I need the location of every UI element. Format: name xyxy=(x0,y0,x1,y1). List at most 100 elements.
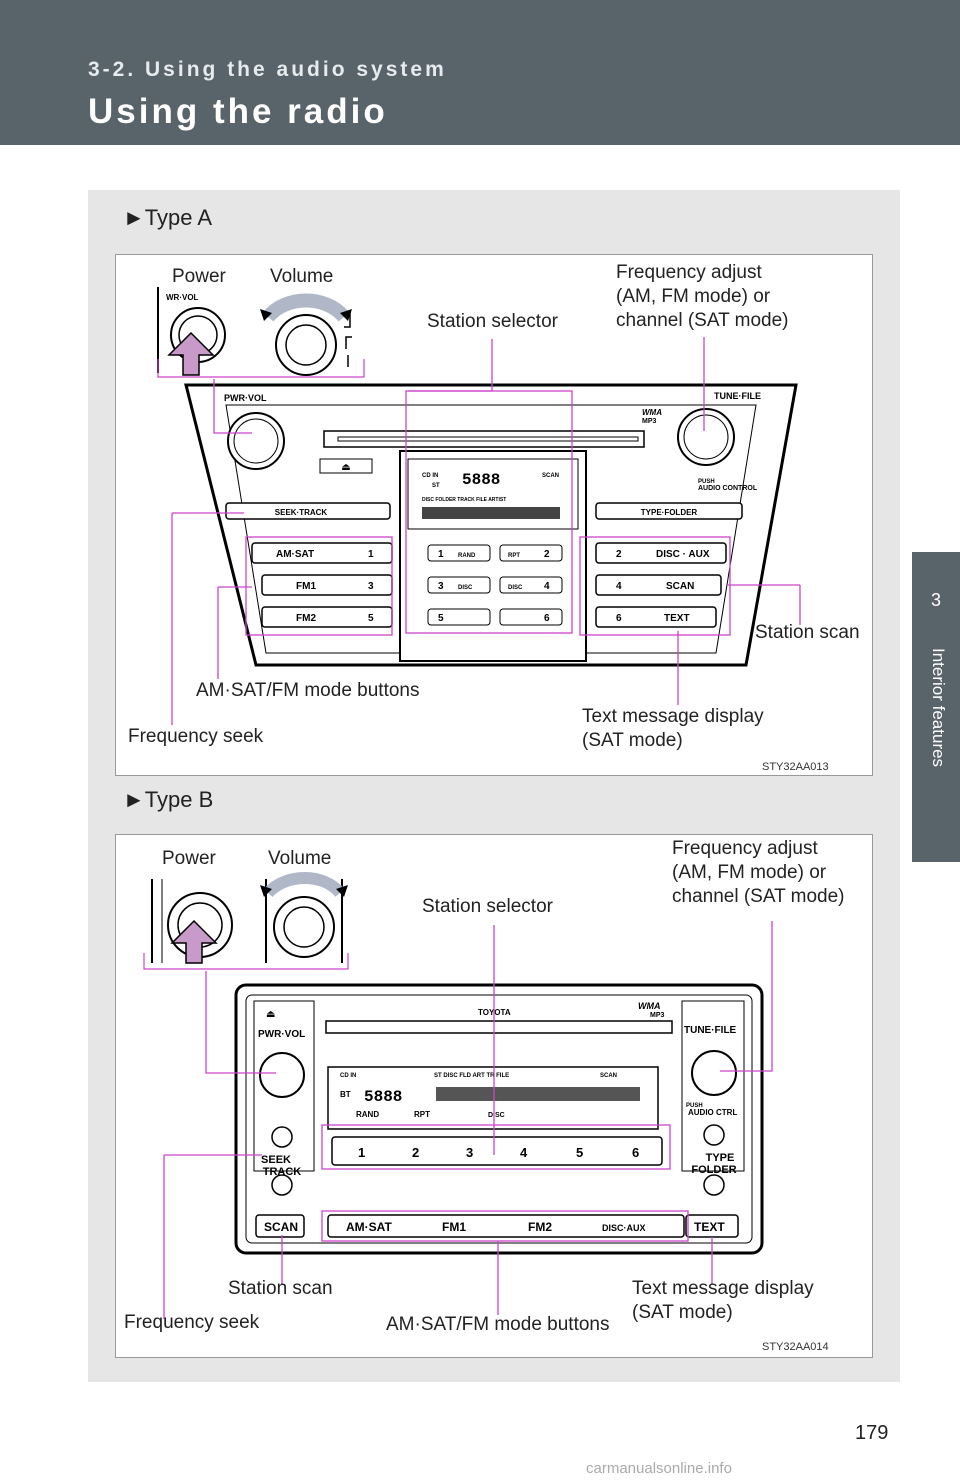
station-scan-label: Station scan xyxy=(755,622,860,643)
svg-text:AUDIO CONTROL: AUDIO CONTROL xyxy=(698,485,758,492)
svg-text:4: 4 xyxy=(544,581,550,592)
svg-text:AM·SAT: AM·SAT xyxy=(276,549,314,560)
svg-text:TYPE: TYPE xyxy=(706,1152,735,1164)
page-header: 3-2. Using the audio system Using the ra… xyxy=(0,0,960,145)
frequency-adjust-label: Frequency adjust (AM, FM mode) or channe… xyxy=(616,262,789,331)
section-label: 3-2. Using the audio system xyxy=(88,58,447,81)
triangle-bullet-icon: ► xyxy=(123,787,145,812)
svg-text:RAND: RAND xyxy=(458,553,476,559)
svg-text:5888: 5888 xyxy=(364,1088,402,1106)
svg-text:2: 2 xyxy=(616,549,622,560)
page-title: Using the radio xyxy=(88,92,388,131)
svg-text:3: 3 xyxy=(368,581,374,592)
svg-text:FOLDER: FOLDER xyxy=(691,1164,736,1176)
svg-text:AM·SAT: AM·SAT xyxy=(346,1220,392,1234)
svg-text:SCAN: SCAN xyxy=(666,581,694,592)
svg-text:SCAN: SCAN xyxy=(542,473,559,479)
svg-text:3: 3 xyxy=(466,1145,473,1160)
svg-text:SCAN: SCAN xyxy=(600,1073,617,1079)
page-number: 179 xyxy=(855,1422,889,1444)
text-message-label: Text message display (SAT mode) xyxy=(582,706,764,751)
svg-text:PWR·VOL: PWR·VOL xyxy=(258,1029,305,1040)
type-a-heading: ►Type A xyxy=(123,205,213,230)
eject-icon: ⏏ xyxy=(266,1009,275,1020)
svg-text:4: 4 xyxy=(520,1145,528,1160)
svg-text:ST: ST xyxy=(432,483,440,489)
svg-text:MP3: MP3 xyxy=(650,1012,665,1019)
svg-text:6: 6 xyxy=(632,1145,639,1160)
type-b-diagram: ⏏ PWR·VOL TUNE·FILE PUSH AUDIO CTRL TOYO… xyxy=(115,834,873,1358)
text-message-label: Text message display (SAT mode) xyxy=(632,1278,814,1323)
svg-text:3: 3 xyxy=(438,581,444,592)
svg-text:WR·VOL: WR·VOL xyxy=(166,293,199,302)
svg-text:RPT: RPT xyxy=(508,553,520,559)
svg-text:1: 1 xyxy=(368,549,374,560)
svg-text:4: 4 xyxy=(616,581,622,592)
mode-buttons-label: AM·SAT/FM mode buttons xyxy=(196,680,420,701)
figure-code: STY32AA013 xyxy=(762,761,829,773)
svg-text:FM2: FM2 xyxy=(296,613,316,624)
svg-text:1: 1 xyxy=(438,549,444,560)
svg-text:5888: 5888 xyxy=(462,471,500,489)
svg-text:CD IN: CD IN xyxy=(340,1073,356,1079)
svg-text:TEXT: TEXT xyxy=(664,613,690,624)
type-a-zoomed-knobs: WR·VOL xyxy=(157,287,365,378)
svg-text:BT: BT xyxy=(340,1090,351,1099)
watermark: carmanualsonline.info xyxy=(586,1460,732,1477)
svg-text:DISC FOLDER TRACK FILE: DISC FOLDER TRACK FILE ARTIST xyxy=(422,497,506,503)
frequency-adjust-label: Frequency adjust (AM, FM mode) or channe… xyxy=(672,838,845,907)
svg-text:PUSH: PUSH xyxy=(698,479,715,485)
chapter-number: 3 xyxy=(930,590,941,610)
svg-text:RAND: RAND xyxy=(356,1110,379,1119)
chapter-title: Interior features xyxy=(929,648,948,768)
svg-text:PUSH: PUSH xyxy=(686,1103,703,1109)
svg-text:AUDIO CTRL: AUDIO CTRL xyxy=(688,1108,737,1117)
type-a-radio-illustration: WR·VOL PWR·VOL TUNE·FILE PUSH AUDIO CONT… xyxy=(157,287,801,725)
svg-text:DISC · AUX: DISC · AUX xyxy=(656,549,710,560)
svg-text:6: 6 xyxy=(616,613,622,624)
svg-text:PWR·VOL: PWR·VOL xyxy=(224,393,267,403)
type-b-zoomed-knobs xyxy=(143,872,349,970)
svg-text:TEXT: TEXT xyxy=(694,1220,725,1234)
svg-text:TUNE·FILE: TUNE·FILE xyxy=(684,1025,737,1036)
chapter-tab: 3 Interior features xyxy=(912,552,960,862)
svg-text:5: 5 xyxy=(368,613,374,624)
type-a-diagram: WR·VOL PWR·VOL TUNE·FILE PUSH AUDIO CONT… xyxy=(115,254,873,776)
svg-text:TRACK: TRACK xyxy=(263,1166,302,1178)
svg-text:SEEK·TRACK: SEEK·TRACK xyxy=(275,508,328,517)
svg-text:DISC: DISC xyxy=(458,585,473,591)
svg-text:5: 5 xyxy=(576,1145,583,1160)
svg-text:FM2: FM2 xyxy=(528,1220,552,1234)
svg-text:TYPE·FOLDER: TYPE·FOLDER xyxy=(641,508,698,517)
svg-text:CD IN: CD IN xyxy=(422,473,438,479)
svg-text:RPT: RPT xyxy=(414,1110,430,1119)
frequency-seek-label: Frequency seek xyxy=(124,1312,260,1333)
type-b-heading: ►Type B xyxy=(123,787,214,812)
type-a-callout-lines xyxy=(171,337,801,725)
svg-text:DISC: DISC xyxy=(508,585,523,591)
svg-text:SCAN: SCAN xyxy=(264,1220,298,1234)
svg-text:1: 1 xyxy=(358,1145,365,1160)
station-scan-label: Station scan xyxy=(228,1278,333,1299)
svg-text:WMA: WMA xyxy=(638,1001,661,1011)
svg-text:DISC·AUX: DISC·AUX xyxy=(602,1223,646,1233)
type-b-radio-illustration: ⏏ PWR·VOL TUNE·FILE PUSH AUDIO CTRL TOYO… xyxy=(143,872,773,1319)
svg-text:MP3: MP3 xyxy=(642,418,657,425)
power-label: Power xyxy=(162,848,216,869)
mode-buttons-label: AM·SAT/FM mode buttons xyxy=(386,1314,610,1335)
svg-text:WMA: WMA xyxy=(642,408,662,417)
volume-label: Volume xyxy=(270,266,334,287)
svg-text:FM1: FM1 xyxy=(442,1220,466,1234)
svg-text:5: 5 xyxy=(438,613,444,624)
svg-text:SEEK: SEEK xyxy=(261,1154,291,1166)
svg-text:FM1: FM1 xyxy=(296,581,316,592)
svg-text:2: 2 xyxy=(544,549,550,560)
svg-text:6: 6 xyxy=(544,613,550,624)
type-b-callout-lines xyxy=(163,921,773,1319)
triangle-bullet-icon: ► xyxy=(123,205,145,230)
svg-text:ST DISC FLD ART: ST DISC FLD ART TR FILE xyxy=(434,1073,509,1079)
svg-text:DISC: DISC xyxy=(488,1112,505,1119)
frequency-seek-label: Frequency seek xyxy=(128,726,264,747)
eject-icon: ⏏ xyxy=(341,462,350,473)
svg-text:2: 2 xyxy=(412,1145,419,1160)
